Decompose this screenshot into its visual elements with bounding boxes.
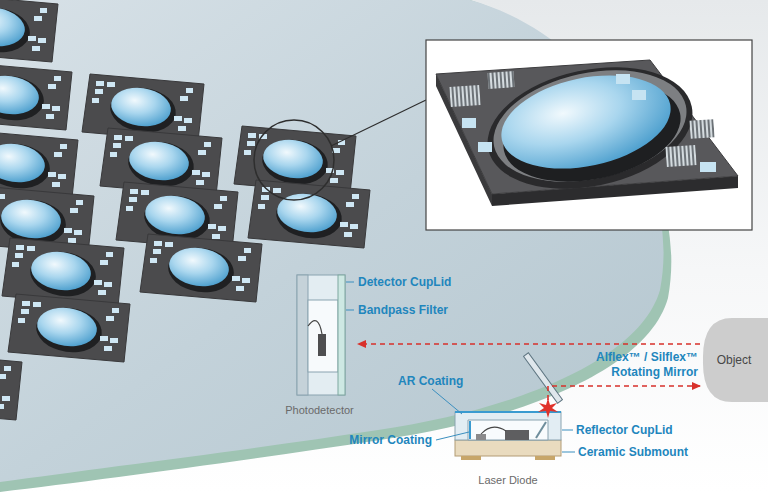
object-shape: Object — [700, 318, 768, 402]
photodetector-drawing — [297, 275, 345, 395]
wafer-chip — [0, 62, 72, 130]
photodetector-package: Photodetector — [281, 272, 358, 418]
wafer-chip — [0, 352, 22, 420]
callout-label: Bandpass Filter — [358, 303, 448, 318]
inset-frame — [426, 40, 752, 230]
wafer-chip — [8, 294, 130, 362]
laser-beam-connector — [358, 343, 700, 345]
wafer-chip — [140, 234, 262, 302]
zoom-line — [331, 100, 426, 146]
callout-label: Detector CupLid — [358, 275, 451, 290]
component-caption: Laser Diode — [478, 474, 537, 487]
wafer-chip — [0, 0, 58, 62]
zoom-circle — [254, 120, 334, 200]
inset-chip — [436, 50, 738, 207]
rotating-mirror — [524, 353, 563, 403]
wafer-chip — [248, 180, 370, 248]
laser-beam-connector — [548, 386, 700, 400]
laser-drawing — [455, 398, 561, 460]
component-caption: Photodetector — [285, 404, 354, 417]
leader-lines — [346, 282, 575, 452]
callout-label: Ceramic Submount — [578, 445, 688, 460]
callout-label: Mirror Coating — [322, 433, 432, 448]
callout-label: Alflex™ / Silflex™ Rotating Mirror — [572, 350, 698, 380]
object-label: Object — [717, 353, 752, 367]
callout-label: Reflector CupLid — [576, 423, 673, 438]
object-blob-shape — [703, 318, 768, 402]
laser-diode-package: Laser Diode — [448, 400, 568, 488]
wafer-chip — [0, 130, 78, 198]
callout-label: AR Coating — [398, 374, 463, 389]
